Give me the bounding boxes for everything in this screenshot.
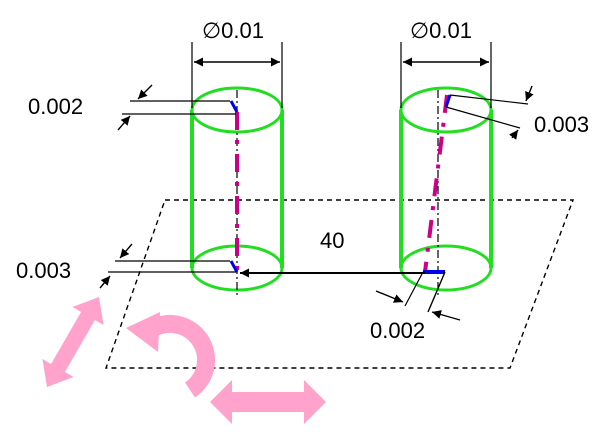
right-top-offset-dimension: [445, 85, 534, 140]
right-bottom-offset-dimension: [375, 271, 461, 321]
left-top-offset-dimension: [117, 84, 236, 131]
horizontal-double-arrow-icon: [210, 380, 326, 424]
right-cylinder: [399, 86, 493, 296]
left-diameter-label: ∅0.01: [202, 18, 264, 43]
datum-plane: [105, 199, 575, 369]
left-bottom-offset-label: 0.003: [16, 258, 71, 283]
diagonal-double-arrow-icon: [42, 296, 104, 388]
left-bottom-offset-dimension: [99, 243, 236, 289]
right-top-offset-label: 0.003: [534, 112, 589, 137]
right-diameter-label: ∅0.01: [410, 18, 472, 43]
rotate-arrow-icon: [126, 312, 216, 398]
right-bottom-offset-label: 0.002: [370, 318, 425, 343]
right-diameter-dimension: [400, 42, 492, 108]
left-cylinder: [190, 86, 284, 296]
left-diameter-dimension: [191, 42, 283, 108]
distance-label: 40: [320, 228, 344, 253]
left-top-offset-label: 0.002: [28, 94, 83, 119]
